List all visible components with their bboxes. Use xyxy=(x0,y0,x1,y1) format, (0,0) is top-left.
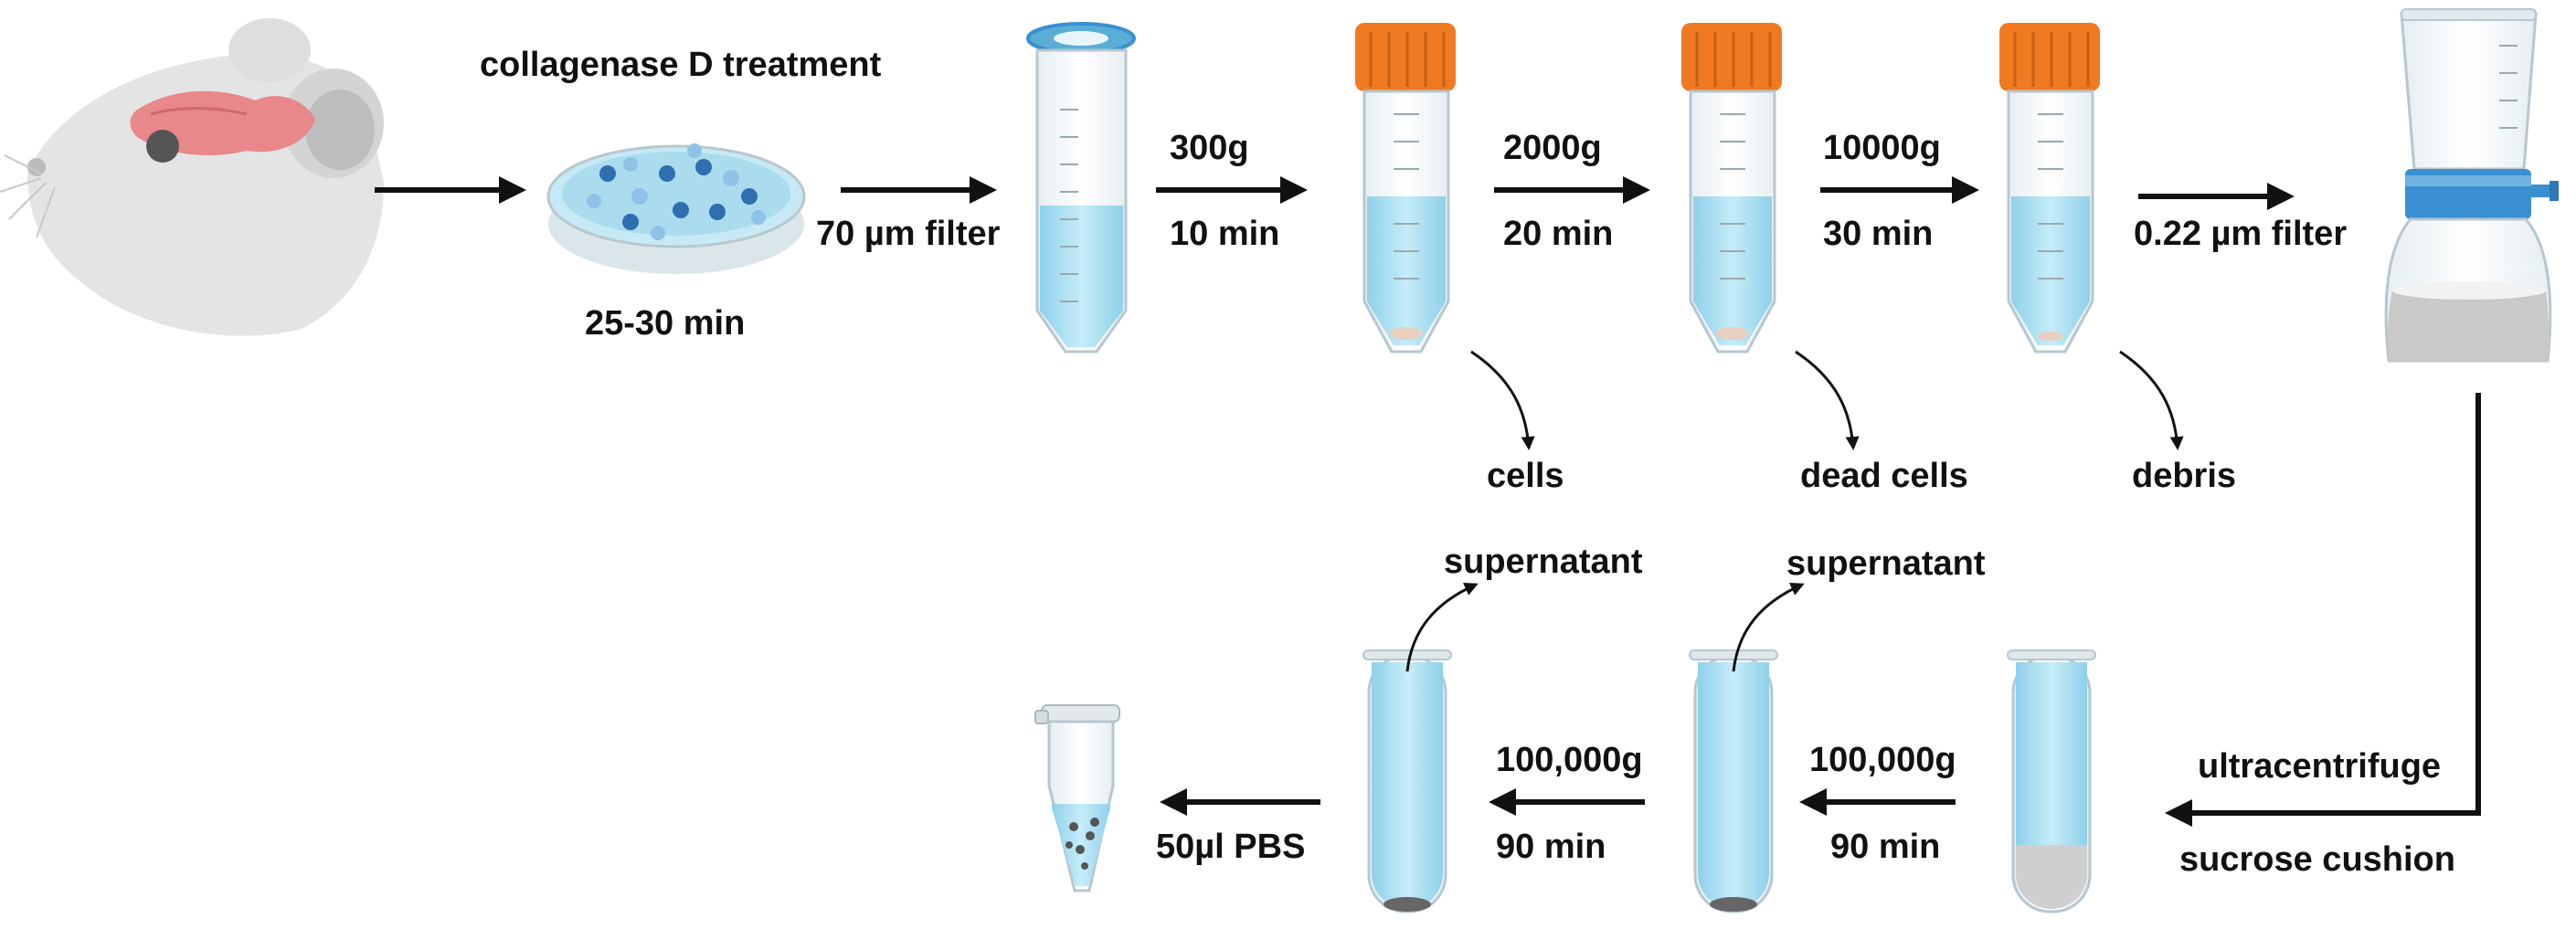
label-debris: debris xyxy=(2132,457,2237,495)
arrow-to-dead-cells xyxy=(1795,350,1860,450)
label-cells: cells xyxy=(1487,457,1564,495)
falcon-tube-icon-300g xyxy=(1355,23,1456,354)
label-spin3-time: 30 min xyxy=(1823,215,1934,253)
arrow-supernatant-1 xyxy=(1405,583,1479,672)
label-spin1-time: 10 min xyxy=(1170,215,1280,253)
petri-dish-icon xyxy=(546,143,806,274)
mouse-head-icon xyxy=(0,18,384,336)
label-filter-022: 0.22 µm filter xyxy=(2134,215,2348,253)
vacuum-filter-icon xyxy=(2384,8,2559,363)
label-spin2-g: 2000g xyxy=(1503,129,1602,167)
cells-in-dish xyxy=(587,143,766,240)
label-collagenase-time: 25-30 min xyxy=(585,304,746,343)
pellet-arrows xyxy=(1405,350,2184,672)
label-uc2-g: 100,000g xyxy=(1809,741,1956,779)
tube-graduations xyxy=(1394,113,2063,280)
label-spin1-g: 300g xyxy=(1170,129,1249,167)
ultracentrifuge-tube-icon-3 xyxy=(2007,649,2096,913)
label-supernatant-2: supernatant xyxy=(1786,544,1986,583)
filter-tube-icon xyxy=(1026,22,1136,354)
label-dead-cells: dead cells xyxy=(1800,457,1968,495)
label-collagenase: collagenase D treatment xyxy=(480,46,882,84)
label-filter-70: 70 µm filter xyxy=(816,215,1001,253)
arrow-to-cells xyxy=(1470,350,1535,450)
label-spin3-g: 10000g xyxy=(1823,129,1941,167)
microtube-icon xyxy=(1034,704,1120,892)
label-pbs: 50µl PBS xyxy=(1156,828,1306,866)
label-sucrose-cushion: sucrose cushion xyxy=(2179,840,2455,879)
ultracentrifuge-tube-icon-2 xyxy=(1689,649,1778,913)
label-spin2-time: 20 min xyxy=(1503,215,1614,253)
ultracentrifuge-tube-icon-1 xyxy=(1362,649,1452,913)
falcon-tube-icon-2000g xyxy=(1681,23,1782,354)
label-uc1-g: 100,000g xyxy=(1496,741,1643,779)
label-ultracentrifuge: ultracentrifuge xyxy=(2198,747,2442,786)
process-arrows xyxy=(375,176,2481,827)
falcon-tube-icon-10000g xyxy=(1999,23,2100,354)
arrow-supernatant-2 xyxy=(1732,583,1805,672)
arrow-to-debris xyxy=(2119,350,2184,450)
label-uc1-time: 90 min xyxy=(1496,828,1606,866)
label-uc2-time: 90 min xyxy=(1830,828,1941,866)
label-supernatant-1: supernatant xyxy=(1444,543,1643,581)
arrow-to-ultracentrifuge xyxy=(2165,393,2481,827)
